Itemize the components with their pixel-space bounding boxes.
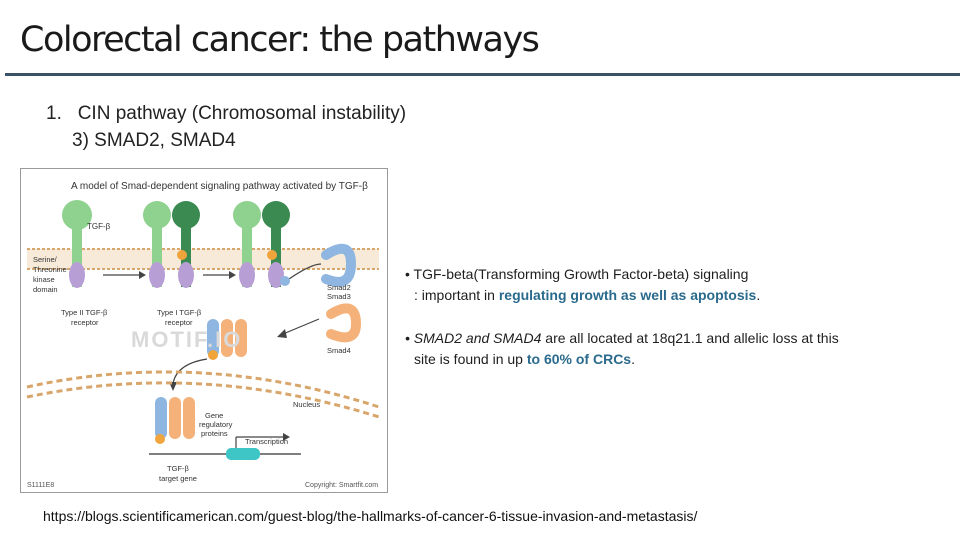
smad-complex: [207, 319, 247, 360]
source-link[interactable]: https://blogs.scientificamerican.com/gue…: [43, 508, 698, 524]
diagram-heading: A model of Smad-dependent signaling path…: [71, 181, 368, 192]
receptor2-label-2: receptor: [71, 318, 99, 327]
gene-reg-label-3: proteins: [201, 429, 228, 438]
smad4-label: Smad4: [327, 346, 351, 355]
bullet-line: • TGF-beta(Transforming Growth Factor-be…: [405, 266, 749, 282]
receptor-group-1: [62, 200, 92, 288]
figure-id: S1111E8: [27, 482, 54, 489]
title-divider: [5, 73, 960, 76]
bullet-smad: • SMAD2 and SMAD4 are all located at 18q…: [405, 328, 935, 370]
list-item: 1. CIN pathway (Chromosomal instability): [46, 100, 406, 127]
list-item-text: CIN pathway (Chromosomal instability): [77, 103, 407, 124]
bullet-text: site is found in up: [414, 351, 527, 367]
pathway-list: 1. CIN pathway (Chromosomal instability)…: [46, 100, 406, 154]
slide-title: Colorectal cancer: the pathways: [20, 20, 540, 60]
bullet-line: • SMAD2 and SMAD4 are all located at 18q…: [405, 328, 935, 349]
bullet-tgf-beta: • TGF-beta(Transforming Growth Factor-be…: [405, 264, 935, 306]
transcription-label: Transcription: [245, 437, 288, 446]
kinase-label-2: Threonine: [33, 265, 67, 274]
target-gene-label-1: TGF-β: [167, 464, 189, 473]
receptor1-label-1: Type I TGF-β: [157, 308, 202, 317]
receptor-group-3: [233, 201, 290, 288]
bullet-section: • TGF-beta(Transforming Growth Factor-be…: [405, 264, 935, 392]
receptor1-label-2: receptor: [165, 318, 193, 327]
nucleus-label: Nucleus: [293, 400, 320, 409]
kinase-label-3: kinase: [33, 275, 55, 284]
figure-copyright: Copyright: Smartfit.com: [305, 482, 378, 489]
gene-reg-label-1: Gene: [205, 411, 223, 420]
bullet-line: : important in regulating growth as well…: [405, 285, 935, 306]
receptor-group-2: [143, 201, 200, 288]
bullet-highlight: regulating growth as well as apoptosis: [498, 287, 757, 303]
smad23-protein: [321, 243, 357, 287]
ligand-label: TGF-β: [87, 222, 111, 231]
cell-membrane: [27, 249, 379, 269]
kinase-domain: [69, 262, 85, 288]
diagram-canvas: A model of Smad-dependent signaling path…: [26, 181, 380, 489]
list-sub-item: 3) SMAD2, SMAD4: [72, 130, 236, 151]
bullet-suffix: .: [756, 287, 761, 303]
bullet-highlight: to 60% of CRCs: [526, 351, 632, 367]
receptor2-label-1: Type II TGF-β: [61, 308, 108, 317]
nuclear-smad-complex: [155, 397, 195, 444]
bullet-text: : important in: [414, 287, 499, 303]
smad23-label-1: Smad2: [327, 283, 351, 292]
bullet-suffix: .: [631, 351, 635, 367]
gene-reg-label-2: regulatory: [199, 420, 233, 429]
kinase-label-4: domain: [33, 285, 58, 294]
smad4-protein: [326, 303, 362, 343]
smad23-label-2: Smad3: [327, 292, 351, 301]
smad-pathway-diagram: A model of Smad-dependent signaling path…: [20, 168, 388, 493]
bullet-text: are all located at 18q21.1 and allelic l…: [541, 330, 839, 346]
list-item-number: 1.: [46, 103, 62, 124]
bullet-italic: • SMAD2 and SMAD4: [405, 330, 542, 346]
kinase-label-1: Serine/: [33, 255, 58, 264]
bullet-line: site is found in up to 60% of CRCs.: [405, 349, 935, 370]
watermark: MOTIF.IO: [131, 327, 242, 352]
target-gene-label-2: target gene: [159, 474, 197, 483]
target-gene-region: [226, 448, 260, 460]
